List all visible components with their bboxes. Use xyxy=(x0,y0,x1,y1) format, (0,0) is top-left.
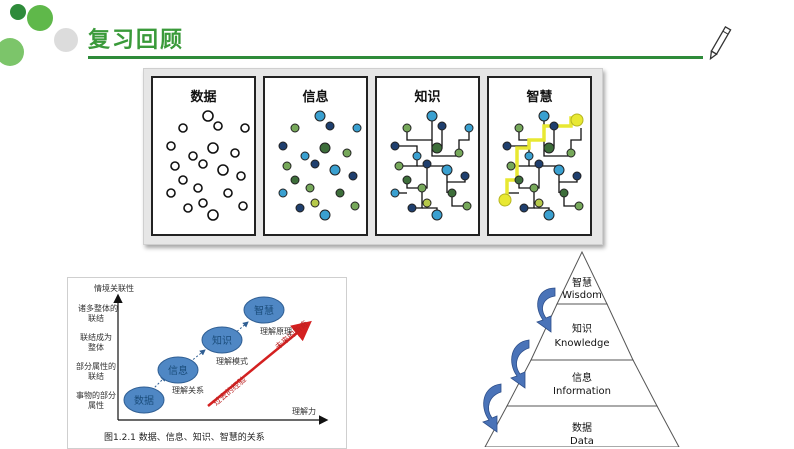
pyramid-label-en: Data xyxy=(570,436,594,447)
panel-label: 智慧 xyxy=(526,90,553,105)
data-dots xyxy=(166,110,250,221)
pyramid-label-en: Knowledge xyxy=(555,338,610,349)
arrow-label-past: 过去的经验 xyxy=(211,374,248,407)
y-level-label: 部分属性的 xyxy=(76,361,116,371)
curved-arrow-icon xyxy=(536,287,556,333)
figure-caption: 图1.2.1 数据、信息、知识、智慧的关系 xyxy=(104,431,265,443)
dikw-panels: 数据 信息 xyxy=(143,68,603,245)
page-title: 复习回顾 xyxy=(88,28,185,53)
pyramid-label-cn: 智慧 xyxy=(572,276,592,289)
x-axis-title: 理解力 xyxy=(292,406,316,416)
pyramid-label-cn: 知识 xyxy=(572,322,592,335)
relation-label: 理解模式 xyxy=(216,356,248,366)
pyramid-label-cn: 信息 xyxy=(572,371,592,384)
panel-knowledge: 知识 xyxy=(375,76,480,236)
dikw-relationship-figure: 情境关联性 诸多整体的 联结 联结成为 整体 部分属性的 联结 事物的部分 属性… xyxy=(67,277,347,449)
pencil-icon xyxy=(709,26,732,61)
pyramid-label-en: Wisdom xyxy=(562,290,602,301)
y-level-label: 事物的部分 xyxy=(76,390,116,400)
svg-text:数据: 数据 xyxy=(134,394,154,407)
svg-text:智慧: 智慧 xyxy=(254,304,274,317)
decorative-bubbles xyxy=(0,4,78,66)
svg-text:信息: 信息 xyxy=(168,364,188,377)
panel-data: 数据 xyxy=(151,76,256,236)
y-level-label: 联结 xyxy=(88,313,104,323)
panel-label: 信息 xyxy=(302,90,329,105)
information-dots xyxy=(278,110,362,221)
y-level-label: 联结成为 xyxy=(80,332,112,342)
y-axis-title: 情境关联性 xyxy=(94,283,134,293)
node-data: 数据 xyxy=(123,386,165,414)
y-level-label: 属性 xyxy=(88,400,104,410)
dikw-pyramid: 智慧 Wisdom 知识 Knowledge 信息 Information 数据… xyxy=(455,248,695,447)
pyramid-label-en: Information xyxy=(553,386,611,397)
panel-wisdom: 智慧 xyxy=(487,76,592,236)
panel-label: 数据 xyxy=(190,90,217,105)
relation-label: 理解原理 xyxy=(260,326,292,336)
node-knowledge: 知识 xyxy=(201,326,243,354)
pyramid-level-data xyxy=(484,405,680,447)
y-level-label: 整体 xyxy=(88,342,104,352)
panel-information: 信息 xyxy=(263,76,368,236)
curved-arrow-icon xyxy=(482,383,502,433)
title-divider xyxy=(88,56,703,59)
panel-label: 知识 xyxy=(414,90,441,105)
y-level-label: 联结 xyxy=(88,371,104,381)
node-information: 信息 xyxy=(157,356,199,384)
pyramid-label-cn: 数据 xyxy=(572,421,592,434)
y-level-label: 诸多整体的 xyxy=(78,303,118,313)
relation-label: 理解关系 xyxy=(172,385,204,395)
curved-arrow-icon xyxy=(510,339,530,389)
knowledge-network xyxy=(390,110,474,221)
svg-text:知识: 知识 xyxy=(212,334,232,347)
wisdom-network xyxy=(498,110,584,221)
node-wisdom: 智慧 xyxy=(243,296,285,324)
